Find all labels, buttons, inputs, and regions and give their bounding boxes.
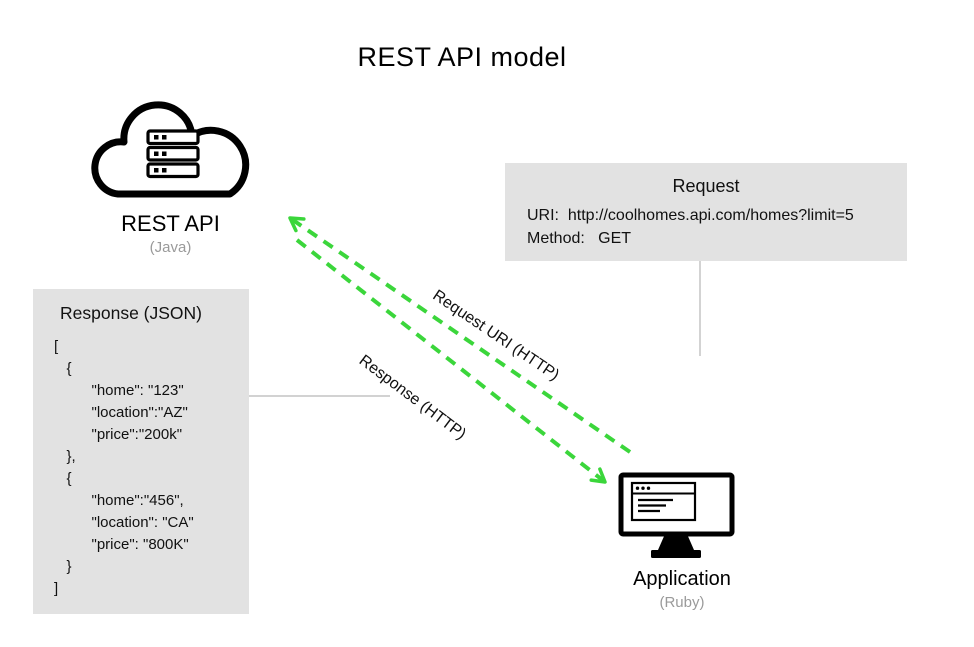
application-label: Application bbox=[633, 568, 731, 590]
response-json-line: } bbox=[54, 558, 72, 575]
rest-api-sublabel: (Java) bbox=[149, 239, 192, 256]
response-arrow-label: Response (HTTP) bbox=[355, 352, 469, 444]
response-json-line: "price": "800K" bbox=[54, 536, 189, 553]
page-title: REST API model bbox=[357, 42, 567, 72]
request-arrow-label: Request URI (HTTP) bbox=[429, 287, 563, 385]
response-json-line: [ bbox=[54, 338, 59, 355]
response-arrow bbox=[295, 238, 607, 484]
response-json-line: { bbox=[54, 470, 72, 487]
response-json-line: "price":"200k" bbox=[54, 426, 183, 443]
rest-api-label: REST API bbox=[121, 211, 220, 236]
monitor-icon bbox=[618, 472, 735, 558]
response-json-line: "location":"AZ" bbox=[54, 404, 188, 421]
response-box: Response (JSON) [ { "home": "123" "locat… bbox=[33, 289, 249, 614]
monitor-base bbox=[651, 550, 701, 558]
server-stack-icon bbox=[146, 129, 200, 179]
response-json-line: "home":"456", bbox=[54, 492, 184, 509]
response-json-line: { bbox=[54, 360, 72, 377]
request-uri-line: URI: http://coolhomes.api.com/homes?limi… bbox=[527, 207, 854, 224]
request-method-line: Method: GET bbox=[527, 230, 632, 247]
browser-window-icon bbox=[630, 481, 697, 522]
monitor-stand bbox=[658, 534, 694, 550]
request-box-title: Request bbox=[672, 176, 740, 196]
response-json-line: ] bbox=[54, 580, 59, 597]
cloud-icon bbox=[91, 101, 250, 198]
application-sublabel: (Ruby) bbox=[659, 594, 705, 611]
request-box: Request URI: http://coolhomes.api.com/ho… bbox=[505, 163, 907, 261]
response-json-code: [ { "home": "123" "location":"AZ" "price… bbox=[54, 336, 194, 600]
response-json-line: }, bbox=[54, 448, 76, 465]
response-json-line: "location": "CA" bbox=[54, 514, 194, 531]
response-json-line: "home": "123" bbox=[54, 382, 184, 399]
response-box-title: Response (JSON) bbox=[60, 303, 202, 323]
